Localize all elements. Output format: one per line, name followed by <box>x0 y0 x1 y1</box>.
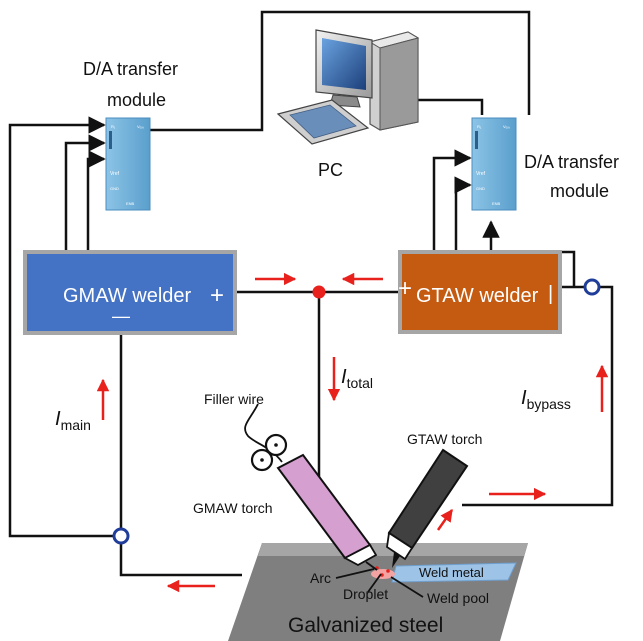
da-right-pin-gnd: GND <box>476 186 485 191</box>
da-right-model: ENB <box>492 201 501 206</box>
droplet-label: Droplet <box>343 586 388 602</box>
i-bypass-subscript: bypass <box>527 396 571 412</box>
i-main-subscript: main <box>61 417 91 433</box>
weld-pool-label: Weld pool <box>427 590 489 606</box>
pc-icon: PC <box>276 29 420 180</box>
gmaw-welder: GMAW welder + — <box>23 250 237 335</box>
galvanized-steel-label: Galvanized steel <box>288 614 443 637</box>
da-left-pin-vout: Vₒᵤₜ <box>137 124 144 129</box>
i-bypass-label: Ibypass <box>521 387 571 412</box>
gmaw-minus-terminal: — <box>112 306 130 326</box>
weld-pool <box>371 566 395 579</box>
da-left-label-line2: module <box>107 90 166 110</box>
filler-wire-label: Filler wire <box>204 391 264 407</box>
da-right-pin-a: R₁ <box>477 124 482 129</box>
gtaw-minus-terminal: | <box>548 283 553 305</box>
main-current-sensor <box>112 527 130 545</box>
gmaw-torch-label: GMAW torch <box>193 500 273 516</box>
gtaw-welder: + GTAW welder | <box>398 250 562 334</box>
da-left-label-line1: D/A transfer <box>83 59 178 79</box>
da-right-label-line1: D/A transfer <box>524 152 619 172</box>
da-module-left: R₁ Vref GND Vₒᵤₜ ENB D/A transfer module <box>83 59 178 211</box>
process-labels: Arc Droplet Weld pool <box>310 568 489 606</box>
pc-label: PC <box>318 160 343 180</box>
gtaw-torch-label: GTAW torch <box>407 431 482 447</box>
da-right-pin-vref: Vref <box>476 171 486 177</box>
filler-wire: Filler wire <box>204 391 288 472</box>
gtaw-torch: GTAW torch <box>386 431 482 568</box>
gmaw-plus-terminal: + <box>210 282 224 309</box>
da-left-pin-gnd: GND <box>110 186 119 191</box>
da-module-right: R₁ Vref GND Vₒᵤₜ ENB D/A transfer module <box>471 117 619 211</box>
gmaw-torch: GMAW torch <box>193 453 378 571</box>
da-right-label-line2: module <box>550 181 609 201</box>
i-main-label: Imain <box>55 408 91 433</box>
arrow-to-gtaw-torch <box>436 508 454 531</box>
gtaw-plus-terminal: + <box>398 275 412 302</box>
da-left-pin-vref: Vref <box>110 171 120 177</box>
da-left-pin-a: R₁ <box>111 124 116 129</box>
junction-node <box>312 285 326 299</box>
i-total-subscript: total <box>347 375 373 391</box>
arc-label: Arc <box>310 570 331 586</box>
da-right-pin-vout: Vₒᵤₜ <box>503 124 510 129</box>
bypass-current-sensor <box>583 278 601 296</box>
weld-metal: Weld metal <box>391 562 517 583</box>
gtaw-welder-label: GTAW welder <box>416 285 539 307</box>
weld-metal-label: Weld metal <box>419 565 484 580</box>
gmaw-welder-label: GMAW welder <box>63 285 192 307</box>
da-left-model: ENB <box>126 201 135 206</box>
current-arrows <box>96 272 609 593</box>
i-total-label: Itotal <box>341 366 373 391</box>
